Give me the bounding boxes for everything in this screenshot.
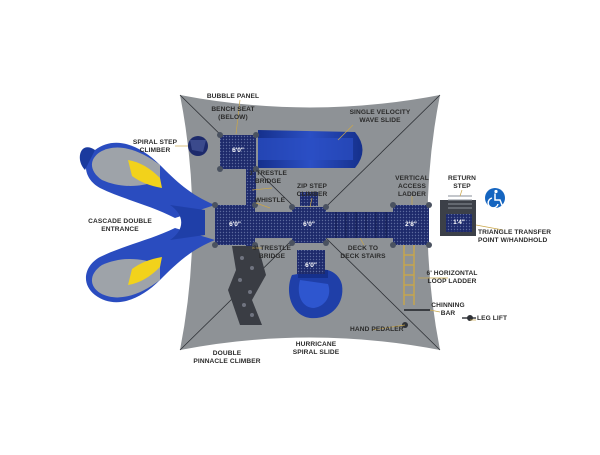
- label-leg-lift: LEG LIFT: [477, 315, 508, 322]
- label-triangle-transfer: TRIANGLE TRANSFER POINT W/HANDHOLD: [478, 229, 552, 244]
- zip-step-climber: [300, 192, 318, 206]
- deck-left: [215, 205, 255, 245]
- wheelchair-icon: [485, 188, 505, 209]
- dimension-deck-center: 6'0": [303, 221, 315, 228]
- label-whistle: WHISTLE: [254, 197, 286, 204]
- label-double-pinnacle-climber: DOUBLE PINNACLE CLIMBER: [193, 350, 261, 365]
- posts: [212, 132, 432, 248]
- label-spiral-step-climber: SPIRAL STEP CLIMBER: [132, 139, 178, 154]
- deck-right: [393, 205, 429, 245]
- dimension-deck-left: 6'0": [229, 221, 241, 228]
- dimension-deck-top: 6'0": [232, 147, 244, 154]
- label-trestle-bridge-top: 3' TRESTLE BRIDGE: [248, 170, 288, 185]
- double-pinnacle-climber: [228, 246, 266, 325]
- dimension-deck-right: 2'8": [405, 221, 417, 228]
- deck-top: [220, 135, 256, 169]
- label-single-velocity: SINGLE VELOCITY WAVE SLIDE: [349, 109, 411, 124]
- label-hand-pedaler: HAND PEDALER: [350, 326, 404, 333]
- label-horizontal-loop-ladder: 6' HORIZONTAL LOOP LADDER: [426, 270, 478, 285]
- bridge-left-center: [255, 212, 292, 238]
- label-chinning-bar: CHINNING BAR: [431, 302, 465, 317]
- cascade-double-entrance: [79, 142, 215, 303]
- deck-center: [292, 207, 326, 243]
- label-hurricane-spiral-slide: HURRICANE SPIRAL SLIDE: [292, 341, 340, 356]
- deck-bottom: [297, 250, 325, 274]
- dimension-deck-bottom: 6'0": [305, 262, 317, 269]
- leader-lines: [175, 99, 504, 331]
- label-bench-seat: BENCH SEAT (BELOW): [211, 106, 255, 121]
- trestle-bridge-top: [246, 168, 256, 206]
- label-deck-to-deck-stairs: DECK TO DECK STAIRS: [340, 245, 386, 260]
- label-bubble-panel: BUBBLE PANEL: [206, 93, 260, 100]
- single-velocity-wave-slide: [258, 130, 363, 168]
- label-vertical-access-ladder: VERTICAL ACCESS LADDER: [395, 175, 429, 198]
- deck-to-deck-stairs: [326, 212, 393, 238]
- spiral-step-climber: [188, 136, 208, 156]
- label-return-step: RETURN STEP: [447, 175, 477, 190]
- stair-lines: [335, 212, 387, 238]
- label-zip-step-climber: ZIP STEP CLIMBER: [296, 183, 328, 198]
- pinnacle-holds: [238, 256, 254, 317]
- dimension-deck-transfer: 1'4": [453, 219, 465, 226]
- transfer-platform-deck: [446, 214, 472, 232]
- label-trestle-bridge-bottom: 3' TRESTLE BRIDGE: [252, 245, 292, 260]
- horizontal-loop-ladder: [403, 245, 415, 305]
- label-cascade-double-entrance: CASCADE DOUBLE ENTRANCE: [88, 218, 152, 233]
